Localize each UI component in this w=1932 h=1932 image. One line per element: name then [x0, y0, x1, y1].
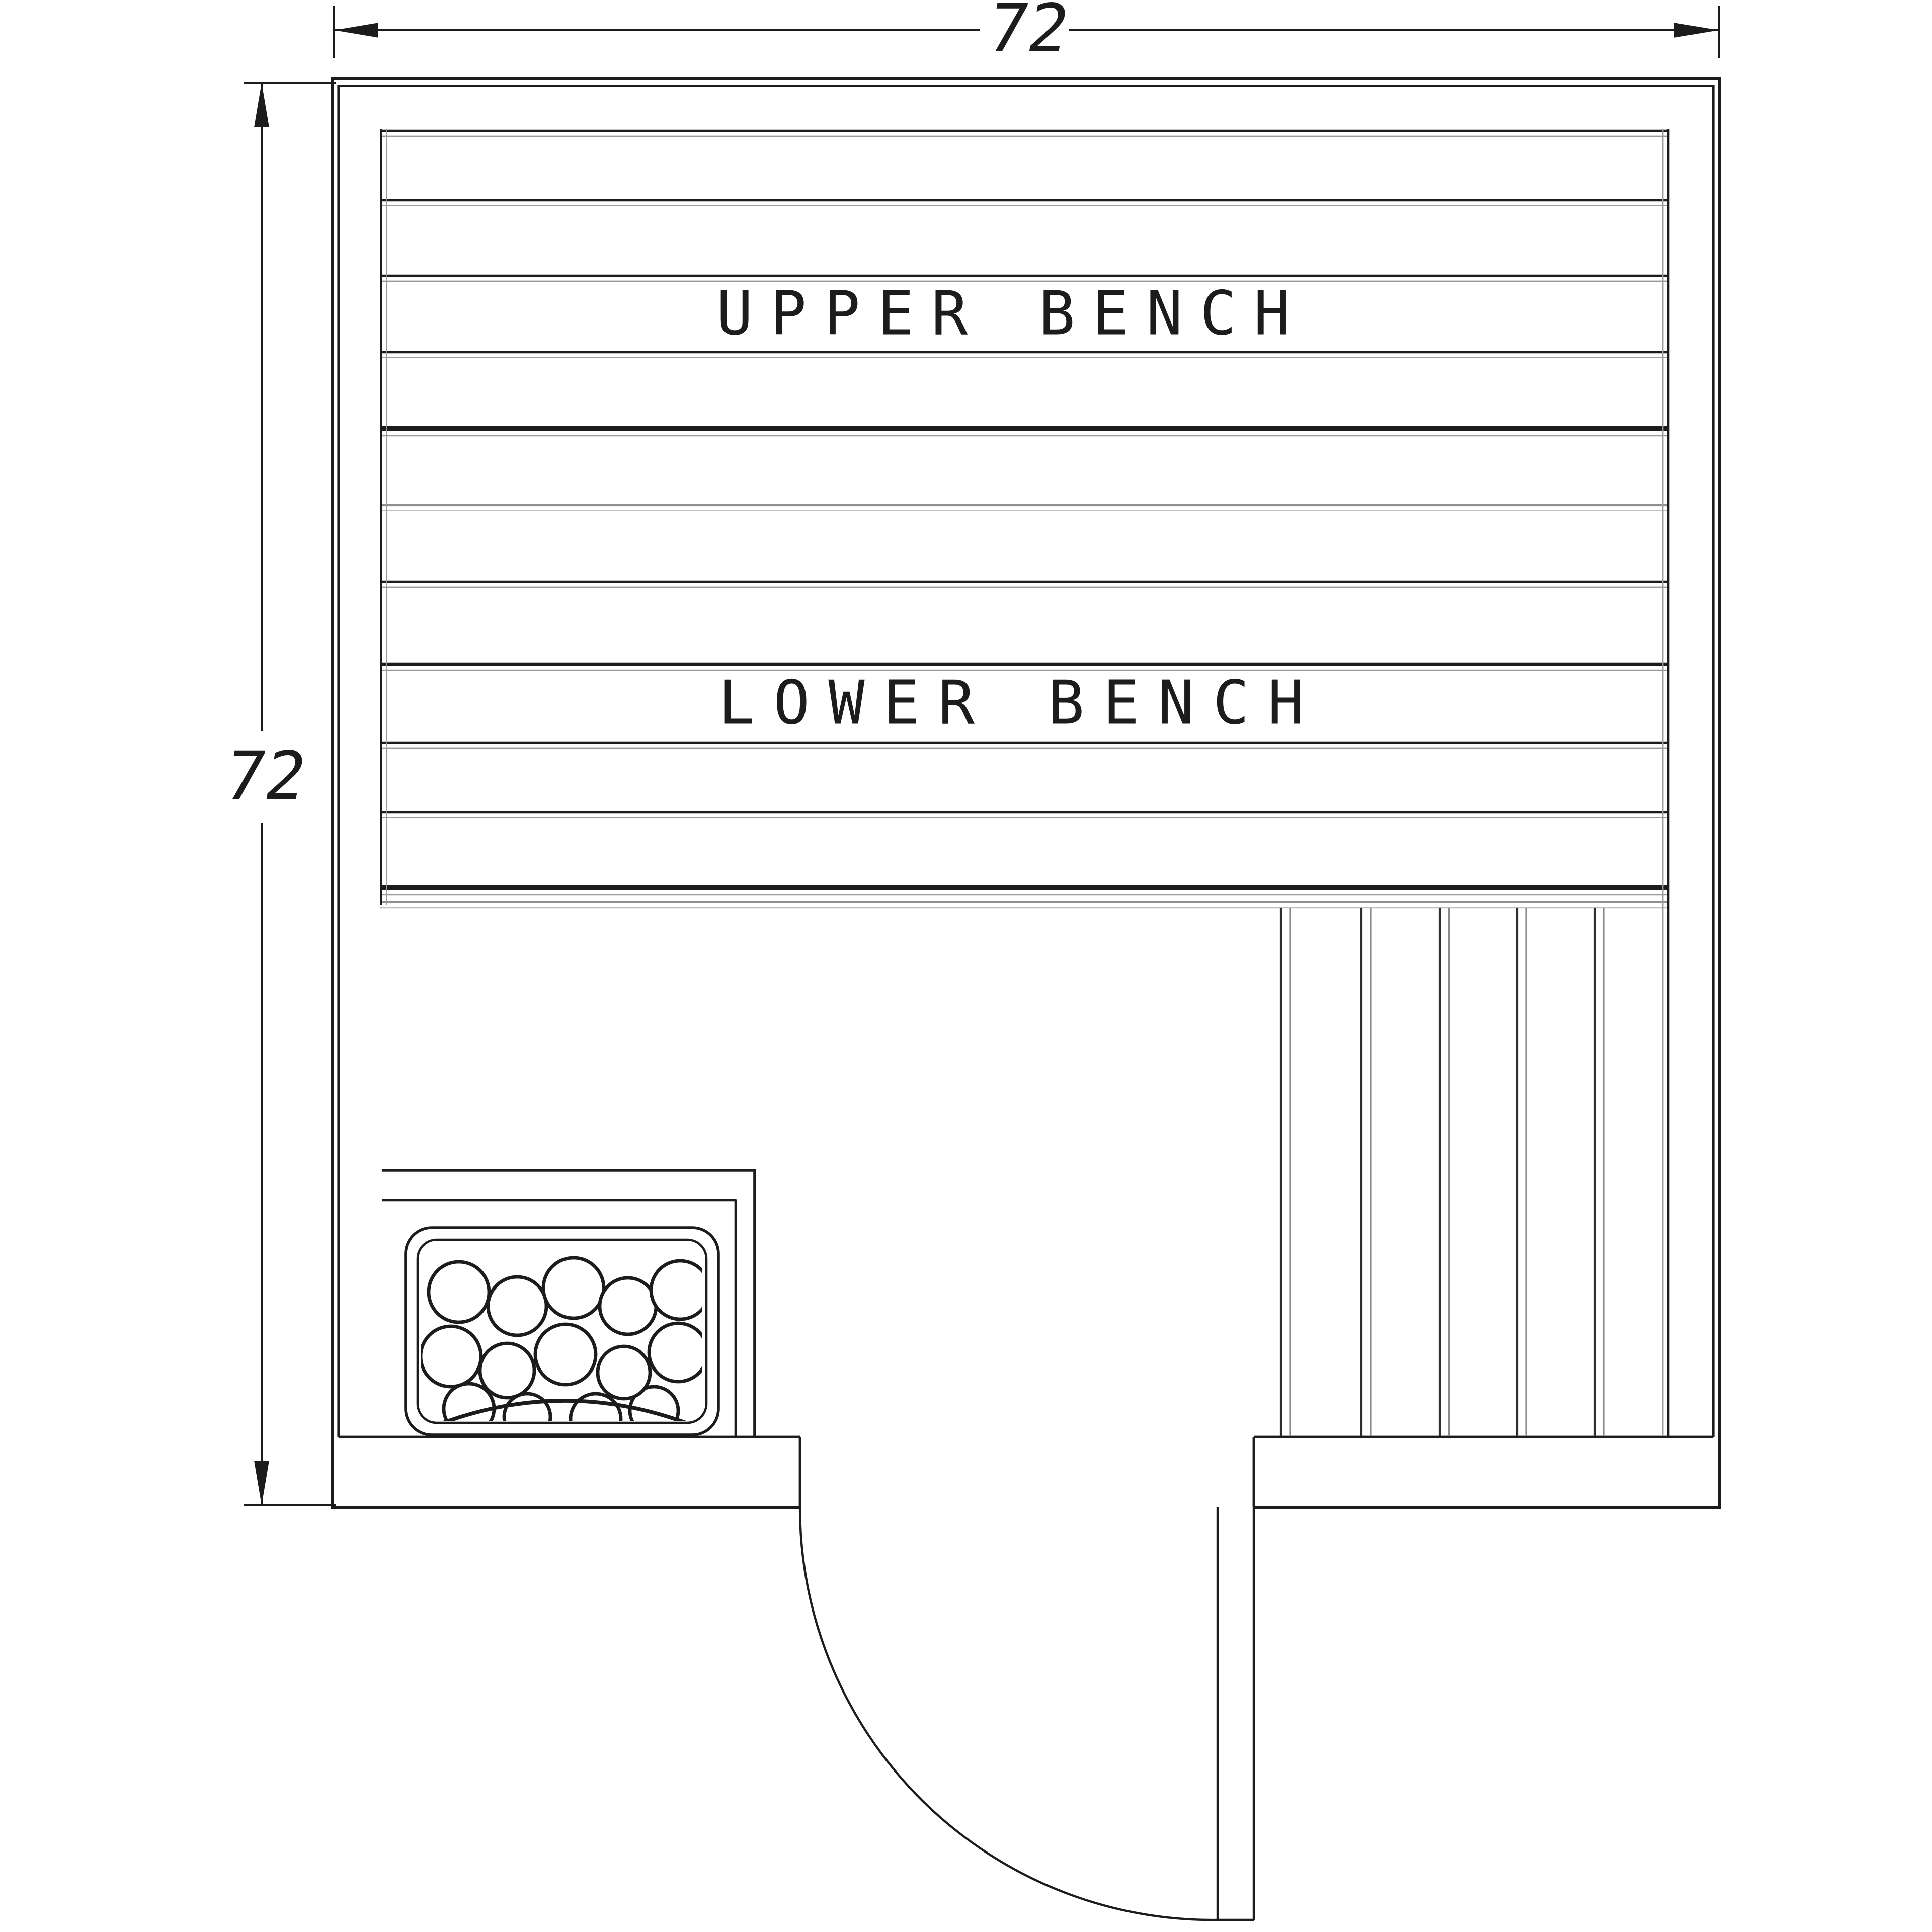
heater-rock — [598, 1276, 658, 1336]
door — [798, 1507, 1255, 1921]
heater-rock — [647, 1321, 702, 1384]
top-dimension: 72 — [333, 0, 1720, 67]
outer-wall-outline — [331, 77, 1721, 1509]
bench-planks — [380, 129, 1670, 1436]
heater-enclosure-outer — [382, 1169, 756, 1436]
dimension-arrow-right — [1674, 23, 1719, 38]
dimension-label-height: 72 — [219, 738, 312, 815]
heater-rock — [596, 1344, 652, 1401]
inner-wall-outline — [337, 85, 1715, 1437]
heater-rocks — [421, 1256, 702, 1421]
lower-bench-label: LOWER BENCH — [718, 669, 1310, 739]
heater-rock-guard-arc — [422, 1399, 702, 1421]
heater-rock — [569, 1392, 623, 1421]
floor-slats — [1279, 908, 1605, 1436]
left-dimension: 72 — [219, 82, 336, 1506]
heater-body-inner — [416, 1238, 708, 1424]
upper-bench-label: UPPER BENCH — [716, 279, 1296, 349]
heater-rock — [427, 1260, 491, 1324]
heater-rock — [486, 1275, 548, 1337]
heater — [382, 1169, 756, 1436]
heater-rock — [478, 1341, 536, 1400]
dimension-arrow-down — [254, 1461, 269, 1505]
heater-rock — [533, 1322, 598, 1387]
walls — [331, 77, 1721, 1509]
heater-rock — [649, 1259, 702, 1321]
dimension-arrow-left — [334, 23, 378, 38]
dimension-label-width: 72 — [982, 0, 1075, 67]
heater-rock — [421, 1324, 483, 1389]
heater-enclosure-inner — [382, 1199, 737, 1436]
heater-rock — [541, 1256, 606, 1320]
heater-body-outer — [404, 1226, 720, 1436]
dimension-arrow-up — [254, 83, 269, 127]
door-swing-arc — [798, 1507, 1218, 1921]
